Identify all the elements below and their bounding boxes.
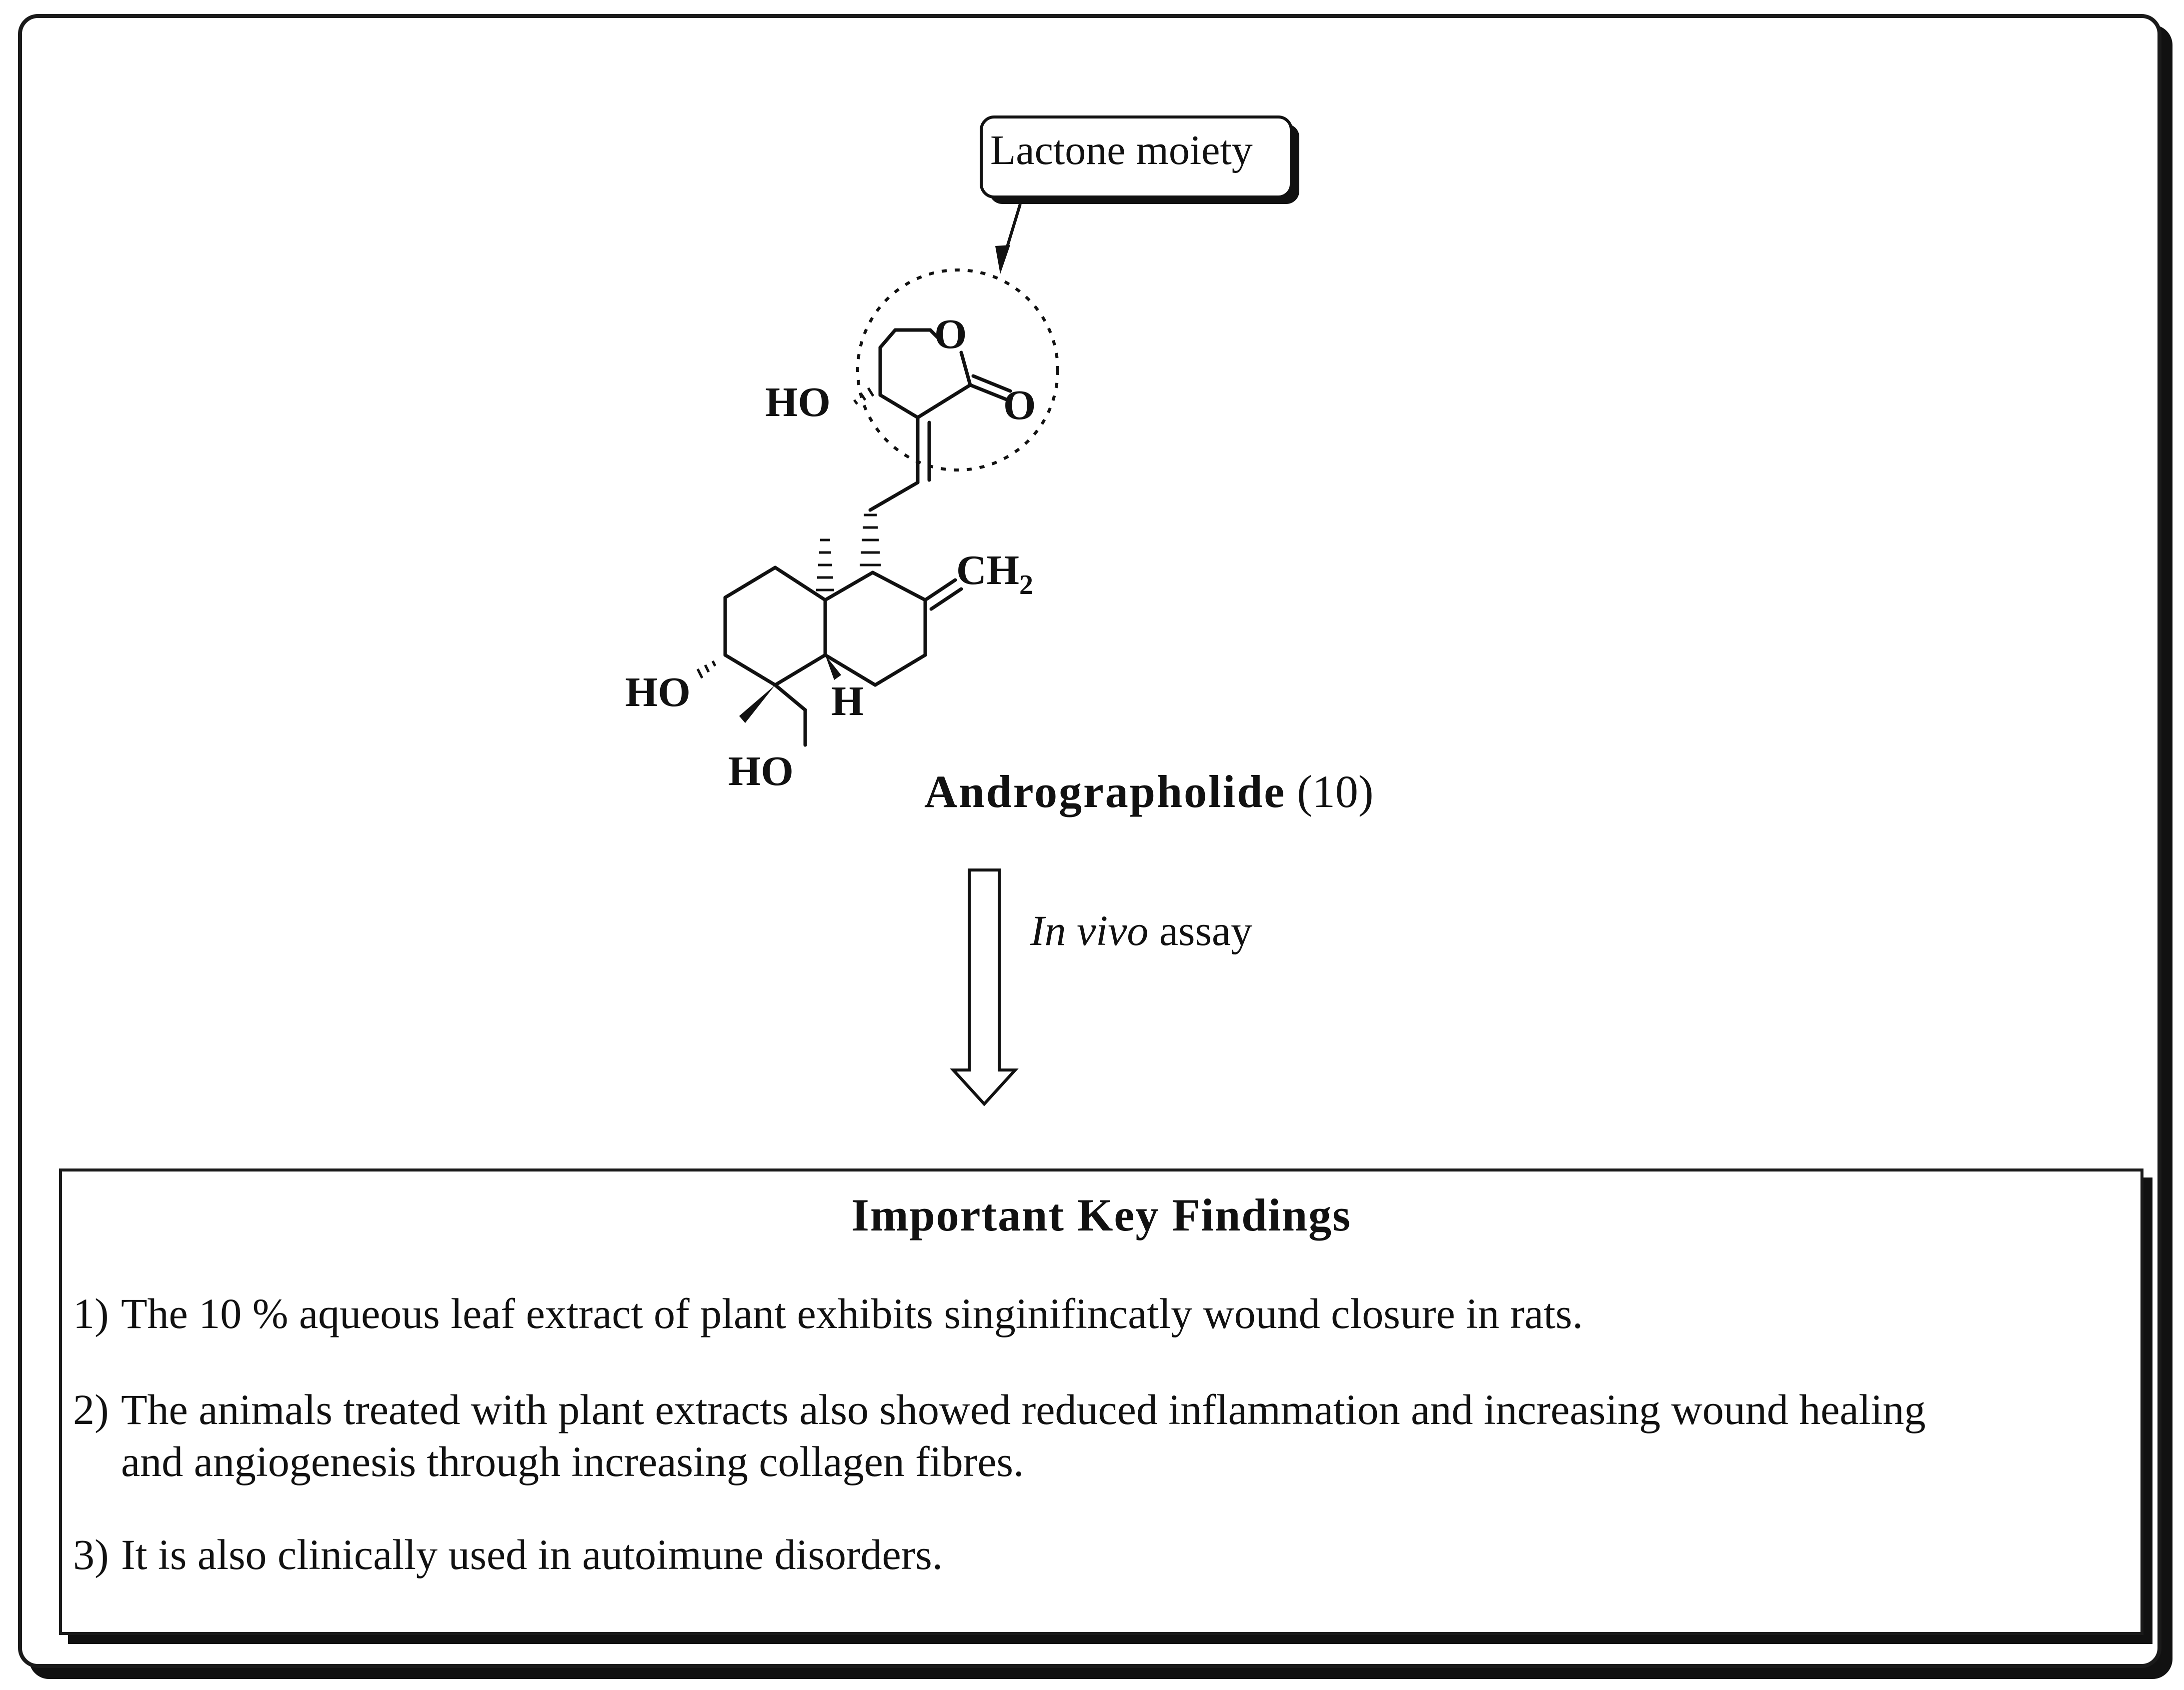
hydroxyl-label-ch2oh: HO [728,748,794,794]
finding-item: 3)It is also clinically used in autoimun… [73,1528,2130,1580]
finding-item: 2)The animals treated with plant extract… [73,1384,2130,1488]
finding-text: The 10 % aqueous leaf extract of plant e… [121,1290,1583,1338]
findings-title: Important Key Findings [851,1190,1351,1240]
atom-labels: O O HO CH2 HO H HO [625,311,1036,794]
hydroxyl-label-top: HO [765,379,831,426]
key-findings-box: Important Key Findings 1)The 10 % aqueou… [59,1168,2143,1635]
methylene-label: CH2 [956,547,1033,600]
finding-number: 1) [73,1290,109,1338]
finding-number: 3) [73,1530,109,1578]
ring-oxygen-label: O [934,311,967,358]
stereo-bonds [696,387,881,679]
reaction-arrow [950,868,1019,1106]
lactone-callout: Lactone moiety [980,116,1299,204]
finding-text: It is also clinically used in autoimune … [121,1530,943,1578]
lactone-highlight-circle [856,268,1059,472]
hydrogen-label: H [831,678,864,724]
andrographolide-figure: Lactone moiety [625,116,1374,1106]
hydroxyl-label-c3: HO [625,669,691,716]
lactone-callout-label: Lactone moiety [990,127,1253,174]
finding-text-continuation: and angiogenesis through increasing coll… [121,1438,1024,1486]
finding-text: The animals treated with plant extracts … [121,1386,1926,1434]
finding-item: 1)The 10 % aqueous leaf extract of plant… [73,1288,2130,1340]
wedge-bonds [739,655,841,723]
molecule-skeleton [723,328,1012,747]
finding-number: 2) [73,1386,109,1434]
assay-label: In vivo assay [1030,906,1252,954]
callout-arrow [995,204,1022,274]
compound-name: Andrographolide(10) [924,766,1374,817]
carbonyl-oxygen-label: O [1003,382,1036,428]
